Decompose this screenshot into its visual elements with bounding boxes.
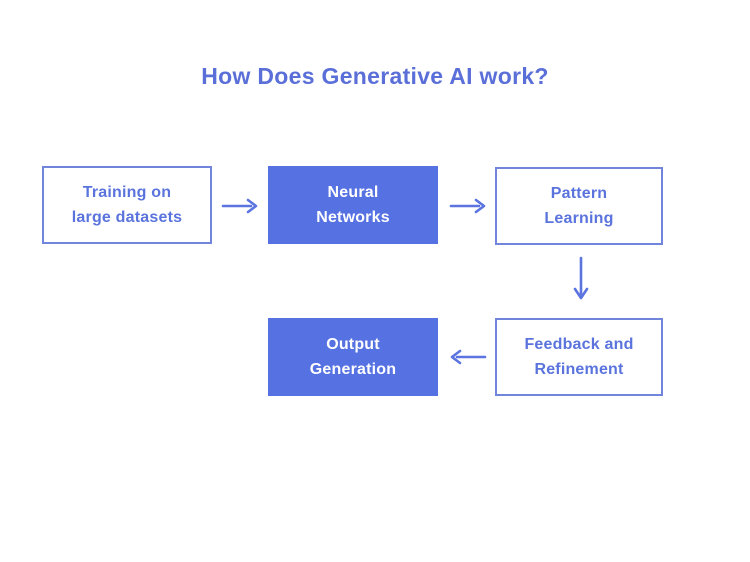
node-label-line: Feedback and <box>524 336 634 353</box>
node-label-line: Neural <box>327 184 379 201</box>
arrow-feedback-to-output-icon <box>450 349 487 365</box>
node-label-line: large datasets <box>71 209 183 226</box>
node-label-line: Generation <box>309 361 397 378</box>
node-neural-networks: Neural Networks <box>268 166 438 244</box>
node-label-line: Pattern <box>550 185 608 202</box>
arrow-pattern-to-feedback-icon <box>573 256 589 300</box>
node-label-line: Networks <box>316 209 390 226</box>
node-label-line: Output <box>326 336 380 353</box>
node-label-line: Learning <box>544 210 614 227</box>
arrow-training-to-neural-icon <box>221 198 258 214</box>
node-label-line: Training on <box>82 184 172 201</box>
node-pattern-learning: Pattern Learning <box>495 167 663 245</box>
node-feedback-and-refinement: Feedback and Refinement <box>495 318 663 396</box>
arrow-neural-to-pattern-icon <box>449 198 486 214</box>
node-label-line: Refinement <box>534 361 624 378</box>
node-training-on-large-datasets: Training on large datasets <box>42 166 212 244</box>
node-output-generation: Output Generation <box>268 318 438 396</box>
page-title: How Does Generative AI work? <box>201 63 549 89</box>
